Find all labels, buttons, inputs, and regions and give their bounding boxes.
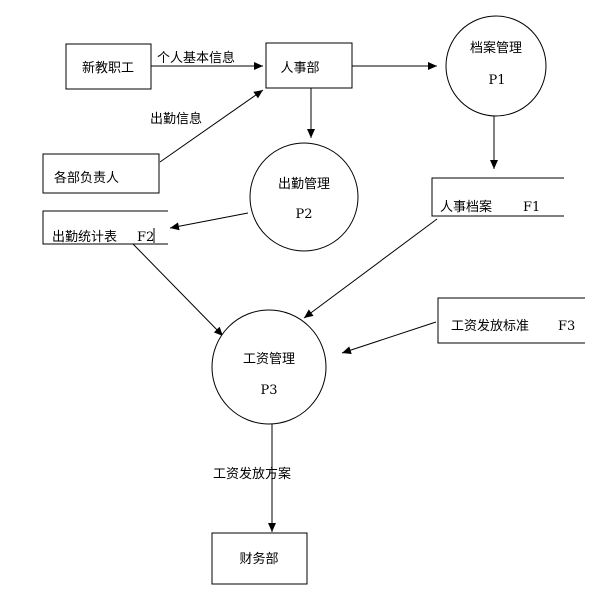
- process-salary-mgmt-name: 工资管理: [243, 352, 295, 367]
- entity-new-employee: 新教职工: [65, 43, 152, 90]
- entity-dept-heads-label: 各部负责人: [54, 170, 119, 186]
- edge-attendance-to-f2: [169, 212, 249, 231]
- process-archive-mgmt-name: 档案管理: [470, 41, 522, 56]
- entity-new-employee-label: 新教职工: [82, 60, 134, 76]
- process-salary-mgmt-id: P3: [260, 383, 277, 398]
- flow-label-salary-plan: 工资发放方案: [213, 466, 291, 482]
- entity-dept-heads: 各部负责人: [42, 153, 160, 194]
- store-salary-standard-id: F3: [558, 319, 575, 334]
- process-attendance-mgmt-name: 出勤管理: [278, 177, 330, 192]
- process-archive-mgmt: 档案管理 P1: [445, 15, 547, 117]
- store-attendance-stats: 出勤统计表 F2: [42, 210, 168, 245]
- edge-f3-to-salary: [341, 321, 437, 354]
- edge-f1-to-salary: [303, 218, 438, 319]
- process-attendance-mgmt: 出勤管理 P2: [249, 142, 359, 252]
- process-salary-mgmt: 工资管理 P3: [211, 309, 327, 425]
- entity-hr-dept: 人事部: [265, 42, 353, 89]
- store-attendance-stats-id: F2: [137, 230, 154, 245]
- store-personnel-archive: 人事档案 F1: [431, 177, 564, 217]
- flow-label-personal-info: 个人基本信息: [157, 50, 235, 66]
- store-attendance-stats-name: 出勤统计表: [52, 230, 117, 245]
- flow-label-attendance-info: 出勤信息: [150, 111, 202, 127]
- edge-dept-heads-to-hr: [159, 89, 264, 163]
- store-salary-standard: 工资发放标准 F3: [437, 297, 585, 344]
- entity-finance-dept-label: 财务部: [239, 551, 278, 567]
- store-personnel-archive-id: F1: [523, 200, 540, 215]
- store-personnel-archive-name: 人事档案: [440, 200, 492, 215]
- entity-finance-dept: 财务部: [211, 532, 308, 585]
- process-archive-mgmt-id: P1: [488, 73, 505, 88]
- entity-hr-dept-label: 人事部: [280, 61, 319, 76]
- process-attendance-mgmt-id: P2: [295, 207, 312, 222]
- store-salary-standard-name: 工资发放标准: [451, 318, 529, 334]
- edge-f2-to-salary: [132, 243, 224, 337]
